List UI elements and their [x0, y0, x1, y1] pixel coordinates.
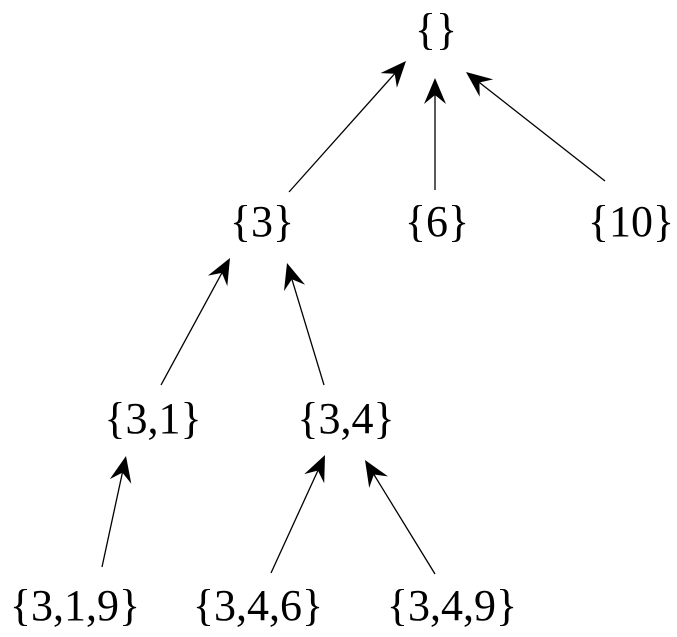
- arrowhead-s6-to-root: [424, 78, 446, 104]
- arrowhead-s31-to-s3: [207, 258, 230, 287]
- node-6: {6}: [404, 197, 470, 246]
- arrowhead-s349-to-s34: [365, 460, 388, 488]
- edge-line-s31-to-s3: [160, 272, 223, 386]
- node-3-4-6: {3,4,6}: [192, 581, 324, 630]
- edge-line-s319-to-s31: [101, 472, 124, 568]
- edge-line-s34-to-s3: [291, 279, 325, 386]
- arrowhead-s346-to-s34: [304, 455, 325, 484]
- arrowhead-s319-to-s31: [109, 456, 132, 484]
- node-3: {3}: [229, 197, 295, 246]
- edge-line-s346-to-s34: [270, 470, 319, 574]
- node-3-1: {3,1}: [104, 394, 202, 443]
- node-root: {}: [414, 5, 458, 54]
- edge-line-s349-to-s34: [373, 474, 436, 575]
- edge-line-s10-to-root: [478, 81, 606, 182]
- arrowhead-s10-to-root: [466, 72, 494, 97]
- node-3-1-9: {3,1,9}: [9, 581, 141, 630]
- edge-line-s3-to-root: [288, 73, 396, 193]
- node-3-4-9: {3,4,9}: [386, 581, 518, 630]
- node-3-4: {3,4}: [297, 394, 395, 443]
- arrowhead-s3-to-root: [380, 61, 406, 88]
- arrowhead-s34-to-s3: [284, 263, 306, 292]
- node-10: {10}: [587, 197, 675, 246]
